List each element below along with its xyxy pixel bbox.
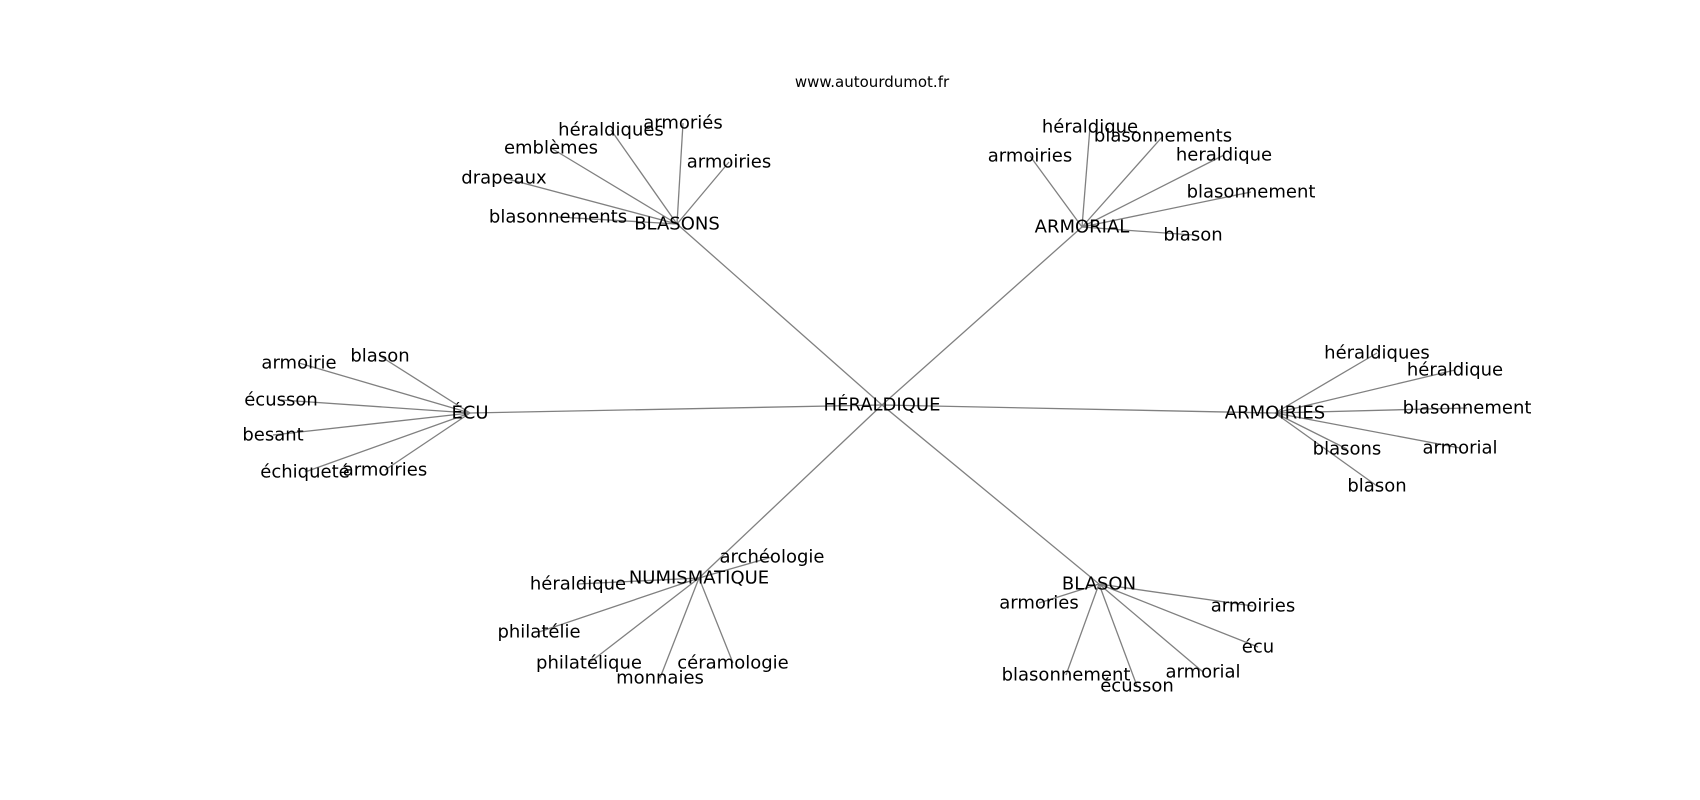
edge-armorial-to-blasonnements	[1081, 135, 1164, 228]
edge-ecu-to-armoiries	[384, 412, 471, 471]
word-node-numismatique-ceramologie: céramologie	[677, 653, 788, 674]
word-node-armorial-heraldique: héraldique	[1042, 117, 1138, 138]
source-watermark: www.autourdumot.fr	[795, 73, 950, 91]
word-node-ecu-echiquete: échiqueté	[260, 462, 349, 483]
edge-blason-to-blasonnement	[1065, 583, 1100, 676]
edge-armoiries-to-armorial	[1274, 412, 1461, 449]
word-node-armoiries-blason: blason	[1347, 476, 1406, 497]
word-node-armorial-armoiries: armoiries	[988, 146, 1073, 167]
word-node-armoiries-blasons: blasons	[1313, 439, 1382, 460]
word-node-armoiries-heraldiques: héraldiques	[1324, 343, 1430, 364]
edge-center-to-armoiries	[881, 404, 1276, 414]
word-node-armorial-blasonnements: blasonnements	[1094, 126, 1232, 147]
edge-ecu-to-besant	[272, 412, 471, 436]
edge-center-to-armorial	[881, 226, 1083, 406]
edge-armorial-to-heraldique	[1081, 126, 1091, 228]
word-node-blasons-drapeaux: drapeaux	[461, 168, 547, 189]
word-node-armorial-heraldique: heraldique	[1176, 145, 1272, 166]
word-node-numismatique-archeologie: archéologie	[720, 547, 825, 568]
word-node-ecu-armoirie: armoirie	[261, 353, 336, 374]
center-node: HÉRALDIQUE	[824, 394, 941, 416]
group-node-armorial: ARMORIAL	[1035, 217, 1130, 238]
edge-ecu-to-echiquete	[304, 412, 471, 473]
edge-center-to-ecu	[469, 404, 883, 414]
word-node-blason-armories: armories	[999, 593, 1079, 614]
word-node-blason-armoiries: armoiries	[1211, 596, 1296, 617]
edge-armoiries-to-blason	[1274, 412, 1378, 487]
word-node-blason-blasonnement: blasonnement	[1002, 665, 1131, 686]
word-node-blason-armorial: armorial	[1165, 662, 1240, 683]
edge-numismatique-to-philatelie	[538, 577, 700, 633]
edge-ecu-to-armoirie	[298, 362, 471, 414]
edge-armorial-to-armoiries	[1029, 155, 1083, 228]
edge-blason-to-armoiries	[1098, 583, 1254, 607]
edge-armorial-to-blasonnement	[1081, 191, 1252, 228]
word-node-armorial-blason: blason	[1163, 225, 1222, 246]
word-node-ecu-blason: blason	[350, 346, 409, 367]
edge-armoiries-to-blasons	[1274, 412, 1348, 450]
word-node-ecu-ecusson: écusson	[244, 390, 318, 411]
edge-ecu-to-blason	[379, 355, 471, 414]
edge-blason-to-ecusson	[1098, 583, 1138, 687]
edge-blason-to-armorial	[1098, 583, 1204, 673]
edge-numismatique-to-archeologie	[698, 556, 773, 579]
edge-numismatique-to-philatelique	[588, 577, 700, 664]
word-node-armoiries-blasonnement: blasonnement	[1403, 398, 1532, 419]
edge-blasons-to-heraldiques	[610, 129, 678, 225]
graph-labels: www.autourdumot.fr HÉRALDIQUE BLASONS armo…	[242, 73, 1531, 697]
word-node-blasons-blasonnements: blasonnements	[489, 207, 627, 228]
word-node-numismatique-monnaies: monnaies	[616, 668, 704, 689]
edge-blason-to-armories	[1038, 583, 1100, 604]
edge-blasons-to-drapeaux	[503, 177, 678, 225]
edge-blasons-to-armoiries	[676, 161, 730, 225]
word-node-armoiries-armorial: armorial	[1422, 438, 1497, 459]
edge-blasons-to-emblemes	[550, 147, 678, 225]
word-node-numismatique-philatelique: philatélique	[536, 653, 642, 674]
word-node-ecu-armoiries: armoiries	[343, 460, 428, 481]
word-node-armorial-blasonnement: blasonnement	[1187, 182, 1316, 203]
edge-blasons-to-blasonnements	[557, 216, 678, 225]
group-node-blasons: BLASONS	[634, 214, 720, 235]
edge-numismatique-to-ceramologie	[698, 577, 734, 664]
edge-armorial-to-heraldique	[1081, 154, 1225, 228]
edge-armoiries-to-heraldique	[1274, 369, 1456, 414]
group-node-armoiries: ARMOIRIES	[1225, 403, 1325, 424]
edge-ecu-to-ecusson	[280, 399, 471, 414]
word-node-ecu-besant: besant	[242, 425, 303, 446]
edge-armoiries-to-blasonnement	[1274, 407, 1468, 414]
edge-armorial-to-blason	[1081, 226, 1194, 236]
word-node-blasons-armories: armoriés	[643, 113, 723, 134]
edge-blasons-to-armories	[676, 122, 684, 225]
edge-center-to-blasons	[676, 223, 883, 406]
word-node-numismatique-philatelie: philatélie	[497, 622, 580, 643]
edge-center-to-blason	[881, 404, 1100, 585]
word-node-armoiries-heraldique: héraldique	[1407, 360, 1503, 381]
word-node-blasons-armoiries: armoiries	[687, 152, 772, 173]
word-node-blasons-emblemes: emblèmes	[504, 138, 598, 159]
group-node-ecu: ÉCU	[451, 402, 488, 424]
graph-edges	[272, 122, 1468, 687]
edge-numismatique-to-heraldique	[577, 577, 700, 585]
group-node-numismatique: NUMISMATIQUE	[629, 568, 769, 589]
word-node-blason-ecusson: écusson	[1100, 676, 1174, 697]
edge-blason-to-ecu	[1098, 583, 1259, 648]
group-node-blason: BLASON	[1062, 574, 1136, 595]
word-node-numismatique-heraldique: héraldique	[530, 574, 626, 595]
word-node-blason-ecu: écu	[1242, 637, 1274, 658]
edge-center-to-numismatique	[698, 404, 883, 579]
edge-armoiries-to-heraldiques	[1274, 352, 1378, 414]
edge-numismatique-to-monnaies	[659, 577, 700, 679]
word-node-blasons-heraldiques: héraldiques	[558, 120, 664, 141]
